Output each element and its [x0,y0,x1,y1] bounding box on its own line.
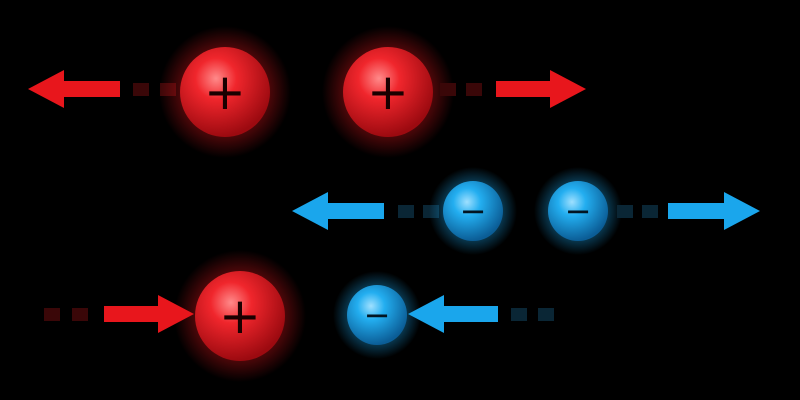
negative-charge: − [333,271,421,359]
charge-sign: − [460,192,487,230]
charge-sign: − [364,296,391,334]
row-attract-opposite: + − [44,250,554,382]
row-repel-positive: + + [28,26,586,158]
negative-charge: − [429,167,517,255]
charge-sign: + [219,287,261,345]
dash-trail [617,205,658,218]
arrow-right-icon [496,70,586,108]
arrow-left-icon [28,70,120,108]
negative-charge: − [534,167,622,255]
charge-sign: + [367,63,409,121]
row-repel-negative: − − [292,167,760,255]
dash-trail [44,308,88,321]
charge-sign: + [204,63,246,121]
positive-charge: + [174,250,306,382]
charge-sign: − [565,192,592,230]
arrow-right-icon [668,192,760,230]
arrow-left-icon [292,192,384,230]
arrow-left-icon [408,295,498,333]
positive-charge: + [322,26,454,158]
dash-trail [511,308,554,321]
dash-trail [440,83,482,96]
positive-charge: + [159,26,291,158]
